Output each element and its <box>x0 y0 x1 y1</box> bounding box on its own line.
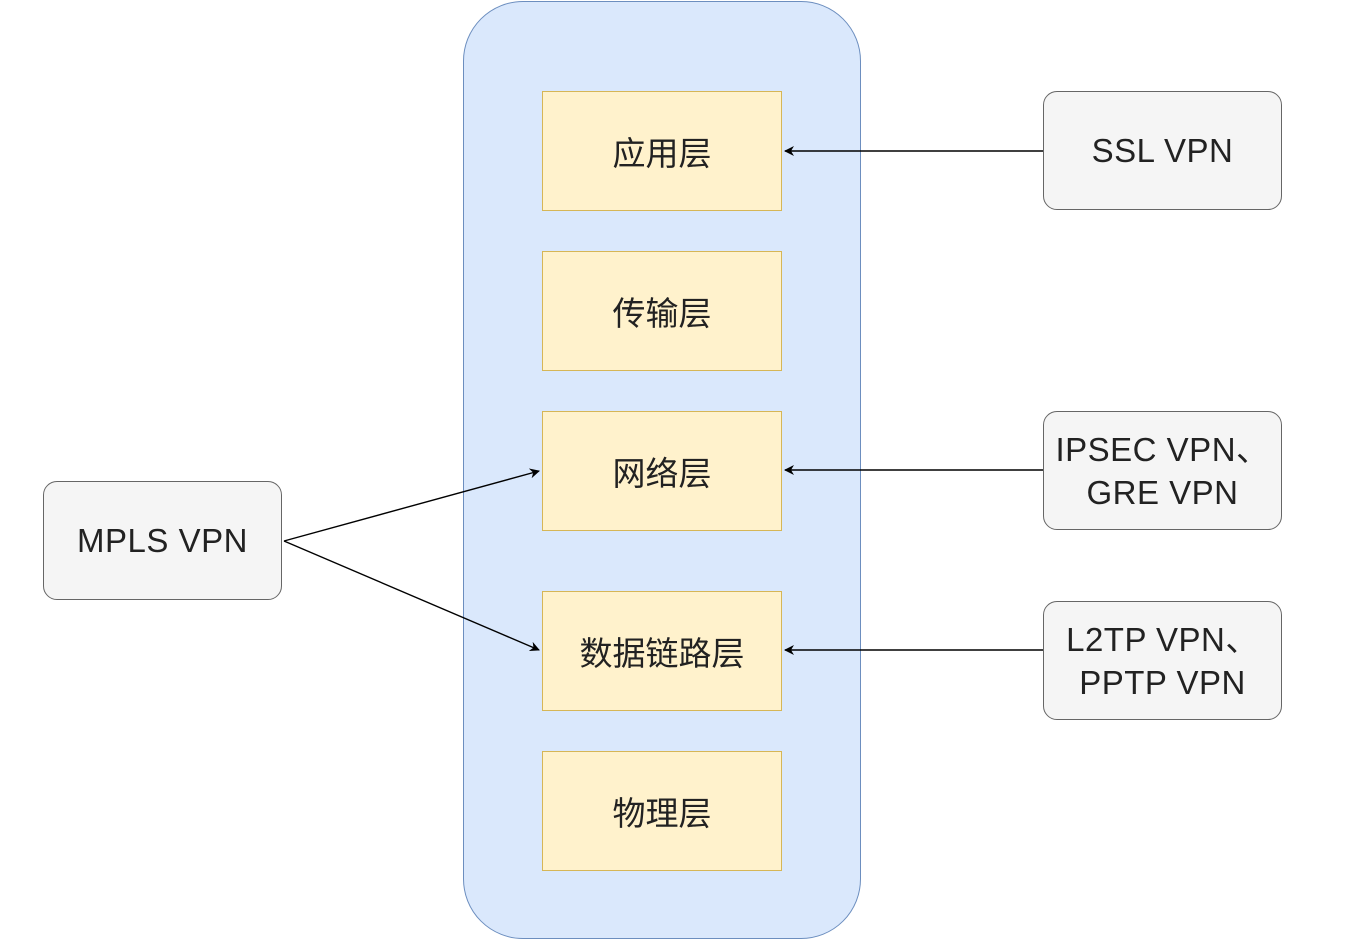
arrow-mpls-to-data-link <box>283 540 540 652</box>
layer-application: 应用层 <box>542 91 782 211</box>
vpn-ssl-label: SSL VPN <box>1091 132 1234 169</box>
layer-transport-label: 传输层 <box>612 294 712 333</box>
vpn-l2tp-label: L2TP VPN、 <box>1066 620 1259 658</box>
layer-physical: 物理层 <box>542 751 782 871</box>
layer-data-link-label: 数据链路层 <box>579 634 745 673</box>
layer-data-link: 数据链路层 <box>542 591 782 711</box>
layer-network: 网络层 <box>542 411 782 531</box>
arrow-mpls-to-network <box>283 468 540 542</box>
layer-application-label: 应用层 <box>612 134 712 173</box>
vpn-box-l2tp-pptp: L2TP VPN、 PPTP VPN <box>1043 601 1282 720</box>
vpn-gre-label: GRE VPN <box>1086 473 1239 511</box>
vpn-mpls-label: MPLS VPN <box>77 522 248 559</box>
vpn-box-mpls: MPLS VPN <box>43 481 282 600</box>
vpn-pptp-label: PPTP VPN <box>1079 663 1246 701</box>
vpn-box-ipsec-gre: IPSEC VPN、 GRE VPN <box>1043 411 1282 530</box>
layer-network-label: 网络层 <box>612 454 712 493</box>
layer-transport: 传输层 <box>542 251 782 371</box>
vpn-box-ssl: SSL VPN <box>1043 91 1282 210</box>
vpn-ipsec-label: IPSEC VPN、 <box>1055 430 1270 468</box>
layer-physical-label: 物理层 <box>612 794 712 833</box>
